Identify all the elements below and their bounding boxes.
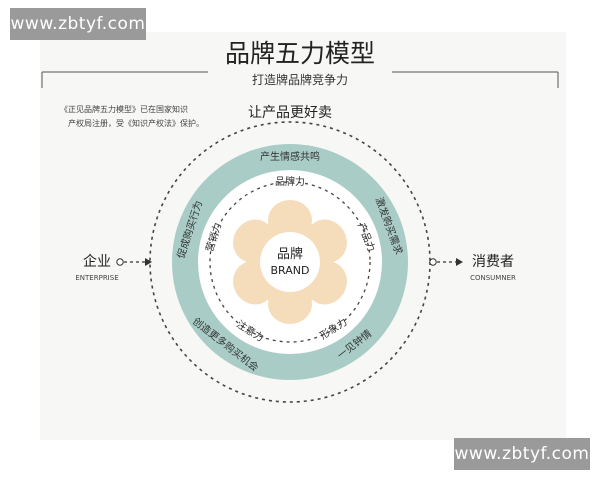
consumer-arrowhead — [456, 258, 463, 266]
consumer-label: 消费者 — [472, 254, 514, 270]
consumer-sublabel: CONSUMNER — [470, 274, 516, 282]
consumer-dot — [429, 258, 437, 266]
enterprise-sublabel: ENTERPRISE — [75, 274, 118, 282]
note-line-1: 《正见品牌五力模型》已在国家知识 — [60, 104, 188, 114]
ring-label-1: 产生情感共鸣 — [260, 150, 320, 163]
enterprise-label: 企业 — [83, 253, 111, 270]
note-line-2: 产权局注册，受《知识产权法》保护。 — [68, 118, 204, 128]
top-label: 让产品更好卖 — [248, 105, 332, 121]
inner-label-1: 品牌力 — [275, 175, 305, 188]
enterprise-dot — [116, 258, 124, 266]
watermark-bottom: www.zbtyf.com — [454, 438, 590, 470]
watermark-top: www.zbtyf.com — [10, 8, 146, 40]
enterprise-arrowhead — [145, 258, 152, 266]
page-title: 品牌五力模型 — [225, 39, 375, 68]
center-core — [260, 232, 320, 292]
center-label: 品牌 — [277, 246, 303, 262]
center-sublabel: BRAND — [271, 264, 310, 277]
page-subtitle: 打造牌品牌竞争力 — [252, 73, 348, 87]
inner-dashed-circle — [209, 181, 371, 343]
